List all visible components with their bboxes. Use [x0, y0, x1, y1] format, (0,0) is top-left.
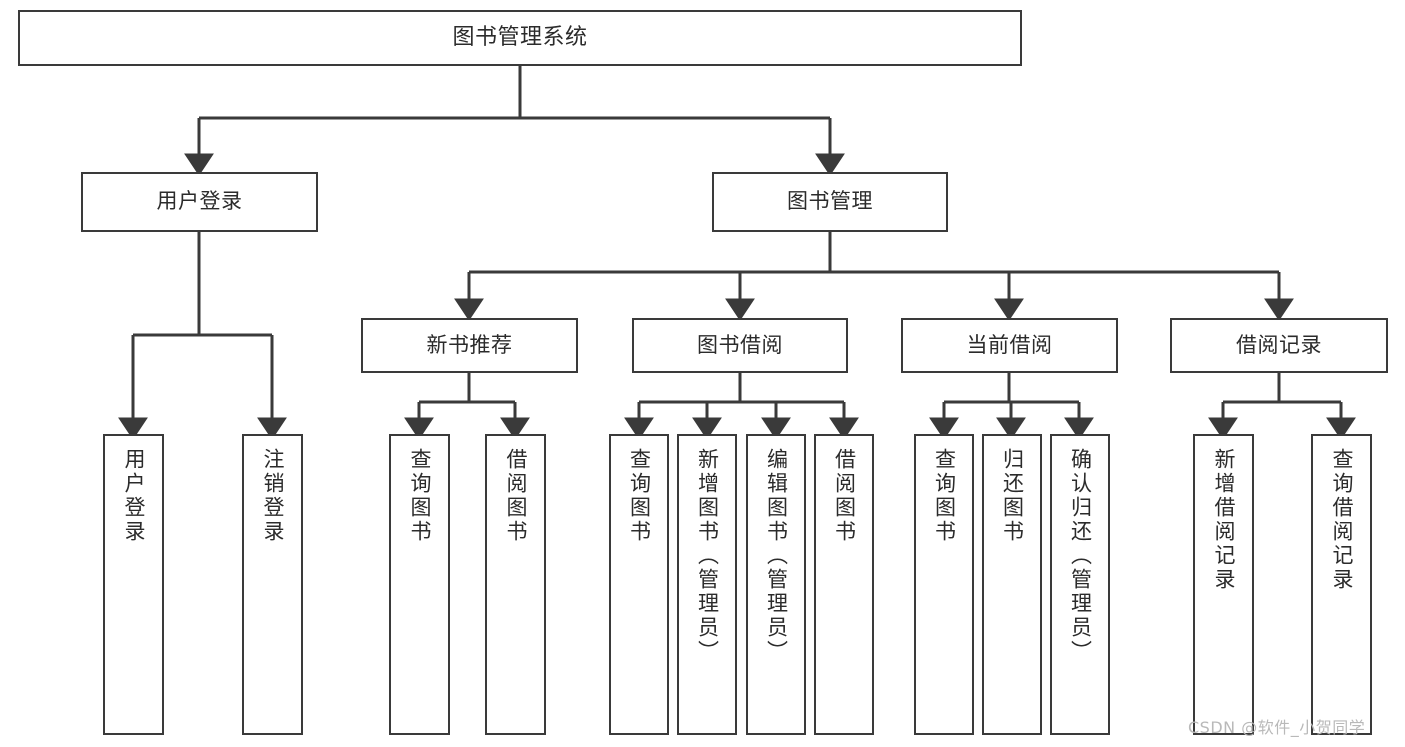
node-leaf-query-borrow-record[interactable]: 查询借阅记录 — [1311, 434, 1372, 735]
node-label: 查询图书 — [408, 448, 432, 544]
node-label: 确认归还（管理员） — [1068, 448, 1093, 664]
node-label: 查询图书 — [627, 448, 652, 544]
node-label: 查询借阅记录 — [1330, 448, 1354, 592]
node-leaf-confirm-return-admin[interactable]: 确认归还（管理员） — [1050, 434, 1110, 735]
node-label: 用户登录 — [122, 448, 146, 544]
node-leaf-query-book-current[interactable]: 查询图书 — [914, 434, 974, 735]
node-leaf-return-book[interactable]: 归还图书 — [982, 434, 1042, 735]
node-label: 当前借阅 — [966, 332, 1053, 357]
node-label: 借阅图书 — [504, 448, 528, 544]
node-leaf-logout-login[interactable]: 注销登录 — [242, 434, 303, 735]
node-borrow-record[interactable]: 借阅记录 — [1170, 318, 1388, 373]
node-label: 用户登录 — [156, 189, 243, 214]
node-leaf-borrow-book-recommend[interactable]: 借阅图书 — [485, 434, 546, 735]
node-new-book-recommend[interactable]: 新书推荐 — [361, 318, 578, 373]
node-label: 图书管理 — [787, 189, 873, 214]
node-leaf-query-book-recommend[interactable]: 查询图书 — [389, 434, 450, 735]
node-label: 借阅图书 — [832, 448, 857, 544]
node-book-management[interactable]: 图书管理 — [712, 172, 948, 232]
node-label: 图书借阅 — [697, 332, 783, 357]
node-label: 编辑图书（管理员） — [764, 448, 789, 664]
node-leaf-query-book-borrow[interactable]: 查询图书 — [609, 434, 669, 735]
node-user-login[interactable]: 用户登录 — [81, 172, 318, 232]
node-current-borrow[interactable]: 当前借阅 — [901, 318, 1118, 373]
node-leaf-add-borrow-record[interactable]: 新增借阅记录 — [1193, 434, 1254, 735]
node-leaf-edit-book-admin[interactable]: 编辑图书（管理员） — [746, 434, 806, 735]
node-label: 注销登录 — [261, 448, 285, 544]
node-label: 新增借阅记录 — [1212, 448, 1236, 592]
node-label: 查询图书 — [932, 448, 957, 544]
node-label: 归还图书 — [1000, 448, 1025, 544]
node-leaf-user-login[interactable]: 用户登录 — [103, 434, 164, 735]
node-label: 新增图书（管理员） — [695, 448, 720, 664]
node-leaf-borrow-book[interactable]: 借阅图书 — [814, 434, 874, 735]
node-label: 借阅记录 — [1236, 332, 1322, 357]
node-label: 图书管理系统 — [452, 24, 588, 50]
node-root-book-management-system[interactable]: 图书管理系统 — [18, 10, 1022, 66]
node-leaf-add-book-admin[interactable]: 新增图书（管理员） — [677, 434, 737, 735]
node-label: 新书推荐 — [426, 332, 513, 357]
node-book-borrow[interactable]: 图书借阅 — [632, 318, 848, 373]
